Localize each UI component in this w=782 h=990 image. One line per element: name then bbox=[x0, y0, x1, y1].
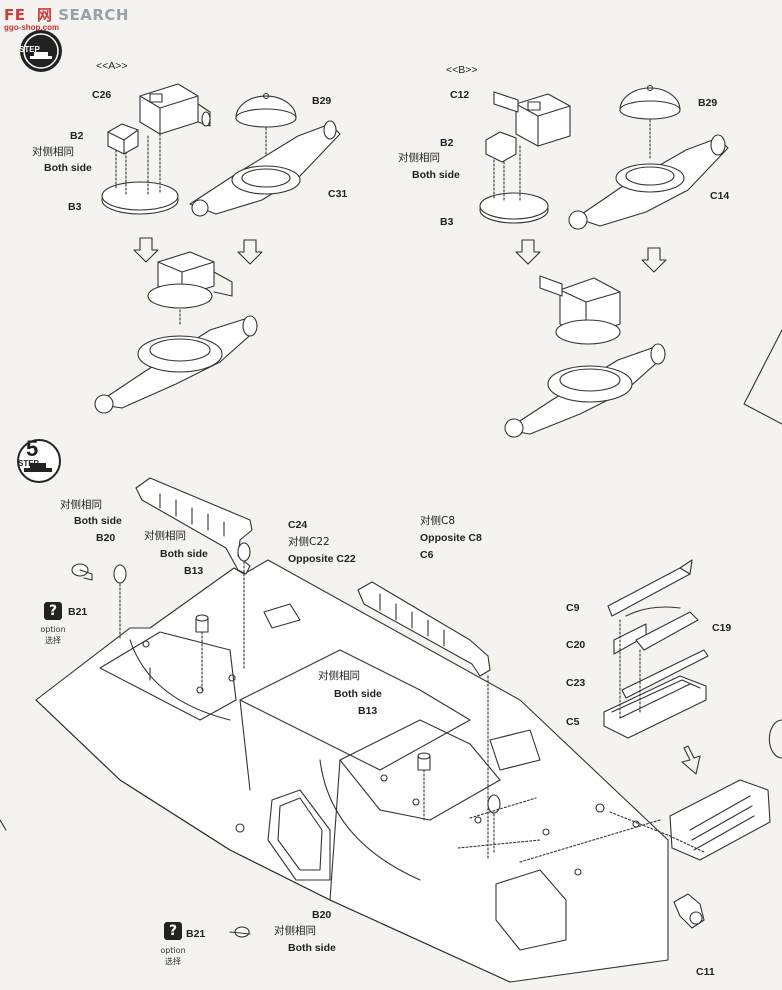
both-side-en: Both side bbox=[412, 169, 460, 181]
part-label: B3 bbox=[440, 216, 454, 228]
step-4-badge bbox=[18, 28, 64, 74]
variant-b-title: <<B>> bbox=[446, 64, 478, 76]
part-label: C19 bbox=[712, 622, 732, 634]
part-label: C31 bbox=[328, 188, 348, 200]
part-label: B29 bbox=[698, 97, 718, 109]
step-5-label: STEP bbox=[18, 459, 39, 468]
variant-a-turret-parts bbox=[94, 83, 341, 414]
c6-rack bbox=[357, 581, 491, 861]
part-label: C23 bbox=[566, 677, 586, 689]
opposite-en: Opposite C22 bbox=[288, 553, 356, 565]
both-side-cn: 对侧相同 bbox=[274, 925, 316, 937]
both-side-en: Both side bbox=[288, 942, 336, 954]
variant-b-turret-parts bbox=[479, 84, 729, 438]
part-label: B2 bbox=[440, 137, 454, 149]
both-side-cn: 对侧相同 bbox=[144, 530, 186, 542]
hull-body bbox=[35, 559, 771, 983]
part-label: B20 bbox=[96, 532, 116, 544]
part-label: C20 bbox=[566, 639, 586, 651]
watermark-brand: FE 网 bbox=[4, 6, 53, 24]
part-label: B29 bbox=[312, 95, 332, 107]
step-4-label: STEP bbox=[19, 45, 40, 54]
part-label: C9 bbox=[566, 602, 580, 614]
watermark-text: SEARCH bbox=[58, 6, 129, 24]
part-label: B3 bbox=[68, 201, 82, 213]
part-label: B20 bbox=[312, 909, 332, 921]
part-label: B21 bbox=[186, 928, 206, 940]
small-parts bbox=[71, 542, 705, 938]
option-text-cn: 选择 bbox=[45, 636, 61, 645]
opposite-en: Opposite C8 bbox=[420, 532, 482, 544]
both-side-cn: 对侧相同 bbox=[398, 152, 440, 164]
step-badge-icon bbox=[17, 439, 61, 483]
part-label: C24 bbox=[288, 519, 308, 531]
part-label: C26 bbox=[92, 89, 112, 101]
watermark-url: ggo-shop.com bbox=[4, 23, 60, 32]
both-side-en: Both side bbox=[334, 688, 382, 700]
part-label: C14 bbox=[710, 190, 730, 202]
both-side-cn: 对侧相同 bbox=[32, 146, 74, 158]
part-label: C11 bbox=[696, 966, 715, 978]
option-text: option bbox=[160, 946, 186, 955]
option-question-icon: ? bbox=[164, 922, 182, 940]
step-badge-icon bbox=[20, 30, 62, 72]
part-label: B13 bbox=[184, 565, 204, 577]
option-question-icon: ? bbox=[44, 602, 62, 620]
both-side-cn: 对侧相同 bbox=[318, 670, 360, 682]
watermark: FE 网 SEARCH bbox=[4, 4, 129, 25]
step-5-number: 5 bbox=[26, 436, 39, 461]
tool-set bbox=[603, 559, 709, 739]
both-side-en: Both side bbox=[74, 515, 122, 527]
both-side-en: Both side bbox=[44, 162, 92, 174]
variant-a-title: <<A>> bbox=[96, 60, 128, 72]
part-label: B2 bbox=[70, 130, 84, 142]
opposite-cn: 对侧C22 bbox=[288, 536, 330, 548]
both-side-cn: 对侧相同 bbox=[60, 499, 102, 511]
both-side-en: Both side bbox=[160, 548, 208, 560]
part-label: C12 bbox=[450, 89, 470, 101]
step-5-badge bbox=[16, 438, 62, 484]
part-label: C6 bbox=[420, 549, 434, 561]
opposite-cn: 对侧C8 bbox=[420, 515, 456, 527]
part-label: B13 bbox=[358, 705, 378, 717]
part-label: B21 bbox=[68, 606, 88, 618]
part-label: C5 bbox=[566, 716, 580, 728]
option-text: option bbox=[40, 625, 66, 634]
option-text-cn: 选择 bbox=[165, 957, 181, 966]
